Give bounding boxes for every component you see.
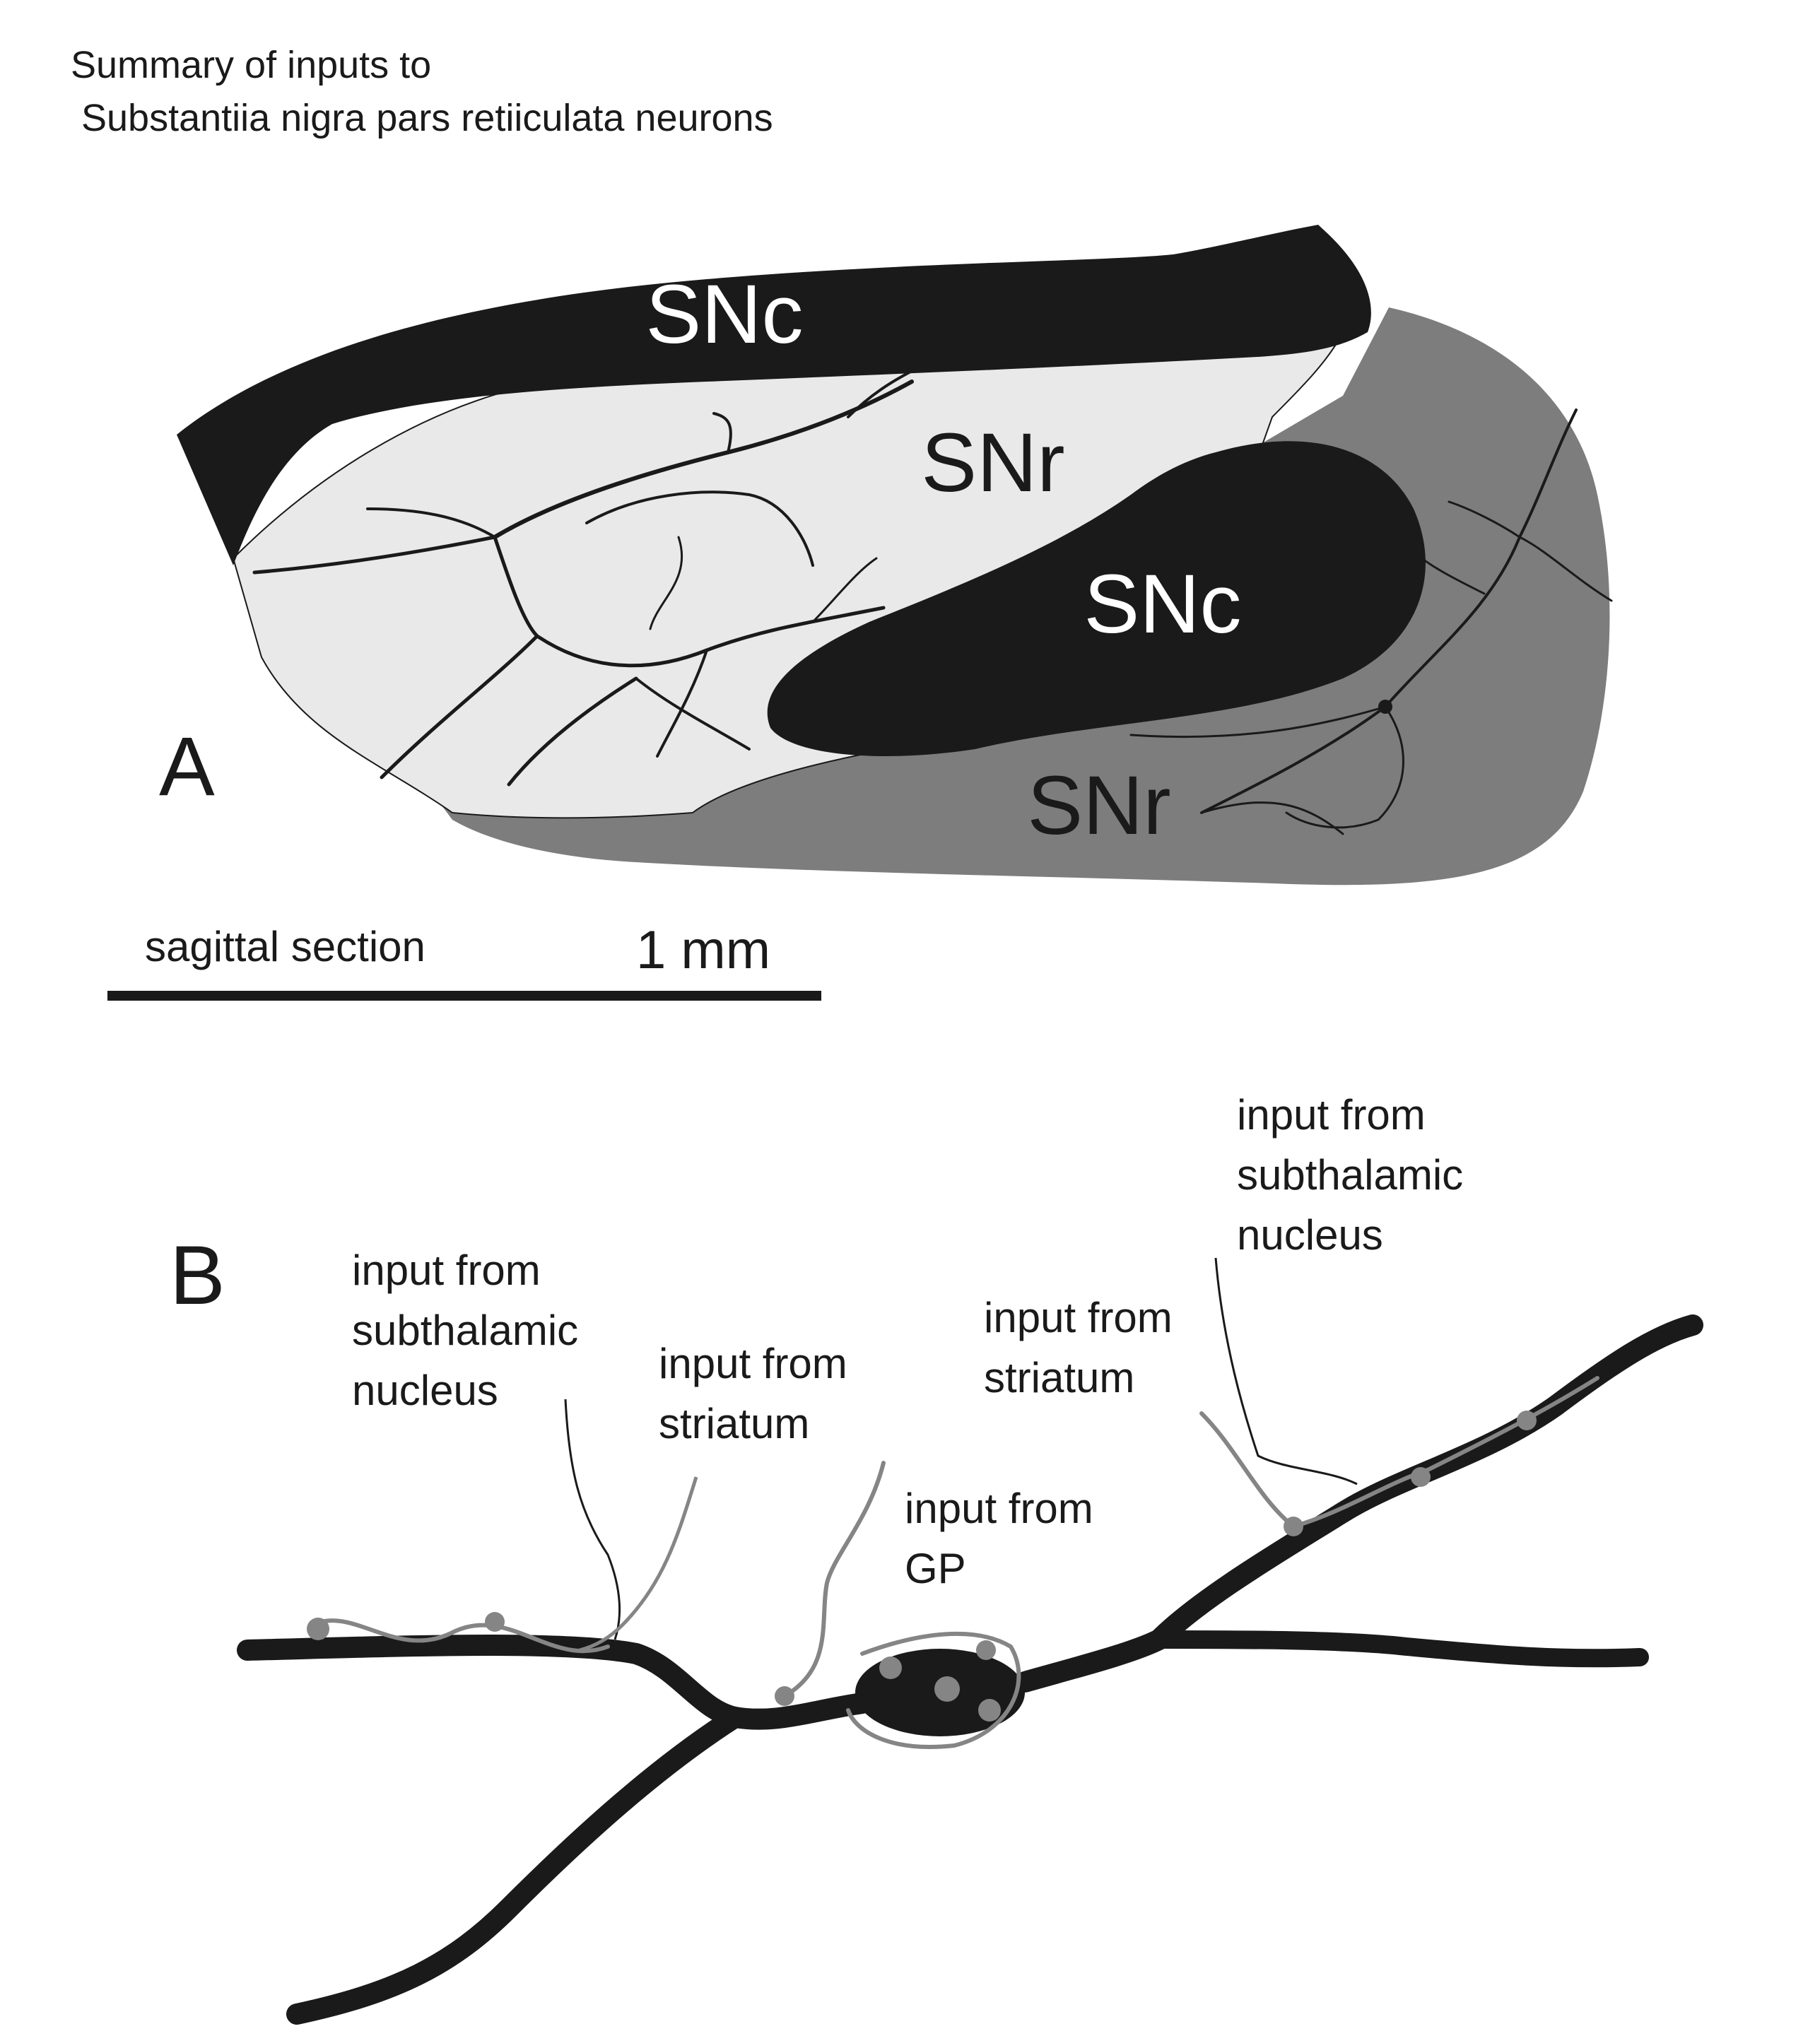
scale-bar-section-label: sagittal section: [145, 923, 425, 970]
input-label-striatum-left: input from striatum: [659, 1340, 859, 1447]
snc-top-band: [177, 225, 1371, 565]
input-label-stn-right: input from subthalamic nucleus: [1237, 1091, 1475, 1259]
input-fibres: [564, 1257, 1358, 1652]
input-label-striatum-right: input from striatum: [984, 1294, 1184, 1401]
input-label-stn-right-line2: subthalamic: [1237, 1151, 1463, 1199]
input-label-stn-left: input from subthalamic nucleus: [352, 1247, 590, 1414]
panel-a-letter: A: [159, 720, 215, 813]
input-label-gp-line1: input from: [905, 1485, 1093, 1532]
snr-neuron-b: [237, 1314, 1703, 2025]
label-snr-right: SNr: [1027, 759, 1170, 852]
panel-b-letter: B: [170, 1229, 225, 1322]
title-line-2: Substantiia nigra pars retiiculata neuro…: [81, 97, 773, 139]
input-label-striatum-left-line1: input from: [659, 1340, 847, 1387]
input-label-striatum-right-line2: striatum: [984, 1354, 1134, 1401]
input-label-stn-left-line1: input from: [352, 1247, 541, 1294]
snc-middle-blob: [767, 441, 1426, 756]
synaptic-inputs: [307, 1376, 1599, 1749]
scale-bar-length-label: 1 mm: [636, 920, 770, 980]
input-label-stn-right-line3: nucleus: [1237, 1211, 1383, 1259]
scale-bar: [107, 991, 821, 1001]
label-snr-left: SNr: [921, 416, 1064, 510]
label-snc-middle: SNc: [1084, 558, 1242, 651]
input-label-striatum-right-line1: input from: [984, 1294, 1173, 1341]
panel-b: B: [170, 1091, 1703, 2025]
input-label-gp-line2: GP: [905, 1545, 966, 1592]
label-snc-top: SNc: [646, 268, 804, 361]
input-label-striatum-left-line2: striatum: [659, 1400, 809, 1447]
panel-a: SNc SNr SNc SNr A sagittal section 1 mm: [107, 225, 1613, 1001]
input-label-gp: input from GP: [905, 1485, 1105, 1592]
input-label-stn-left-line3: nucleus: [352, 1367, 498, 1414]
snr-neuron-left: [252, 366, 920, 787]
snr-neuron-right: [1129, 408, 1613, 835]
input-label-stn-left-line2: subthalamic: [352, 1307, 578, 1354]
input-label-stn-right-line1: input from: [1237, 1091, 1426, 1138]
title-line-1: Summary of inputs to: [71, 44, 431, 86]
